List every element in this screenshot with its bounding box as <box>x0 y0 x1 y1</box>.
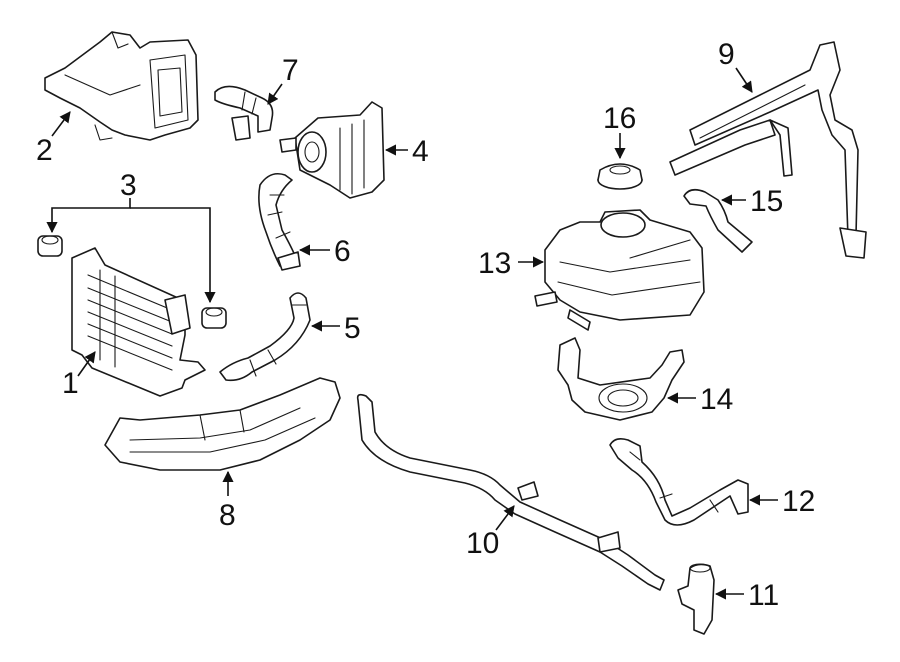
callout-13: 13 <box>478 247 511 280</box>
part-1-cooler[interactable] <box>71 247 206 397</box>
part-3-bushings[interactable] <box>37 235 227 329</box>
leader-9 <box>735 67 753 93</box>
part-8-shield[interactable] <box>104 377 341 471</box>
callout-14: 14 <box>700 383 733 416</box>
callout-11: 11 <box>748 579 779 612</box>
callout-7: 7 <box>282 54 299 87</box>
leader-3 <box>46 198 131 234</box>
callout-labels: 1 2 3 4 5 6 7 8 9 10 11 12 13 14 15 16 <box>36 38 815 612</box>
part-13-reservoir[interactable] <box>534 209 705 331</box>
part-10-tube[interactable] <box>356 393 665 591</box>
part-7-hose[interactable] <box>214 85 274 141</box>
callout-10: 10 <box>466 527 499 560</box>
callout-1: 1 <box>62 367 79 400</box>
callout-3: 3 <box>120 169 137 202</box>
part-4-valve[interactable] <box>279 101 385 199</box>
callout-4: 4 <box>412 135 429 168</box>
part-6-hose[interactable] <box>258 172 301 271</box>
callout-8: 8 <box>219 499 236 532</box>
callout-16: 16 <box>603 102 636 135</box>
callout-15: 15 <box>750 185 783 218</box>
part-9-hose-assembly[interactable] <box>669 41 867 259</box>
part-2-bracket[interactable] <box>44 31 199 141</box>
part-11-connector[interactable] <box>677 563 715 635</box>
leader-1 <box>77 351 96 377</box>
part-12-hose[interactable] <box>609 438 749 526</box>
part-14-bracket[interactable] <box>557 337 685 421</box>
callout-5: 5 <box>344 312 361 345</box>
part-16-cap[interactable] <box>597 163 643 190</box>
leader-7 <box>267 83 283 105</box>
callout-9: 9 <box>718 38 735 71</box>
callout-6: 6 <box>334 235 351 268</box>
callout-12: 12 <box>782 485 815 518</box>
leader-3b <box>130 207 216 304</box>
leader-lines <box>46 67 778 600</box>
callout-2: 2 <box>36 134 53 167</box>
leader-10 <box>495 505 515 531</box>
part-5-hose[interactable] <box>219 292 311 382</box>
leader-2 <box>51 111 71 137</box>
part-15-hose[interactable] <box>683 188 753 253</box>
